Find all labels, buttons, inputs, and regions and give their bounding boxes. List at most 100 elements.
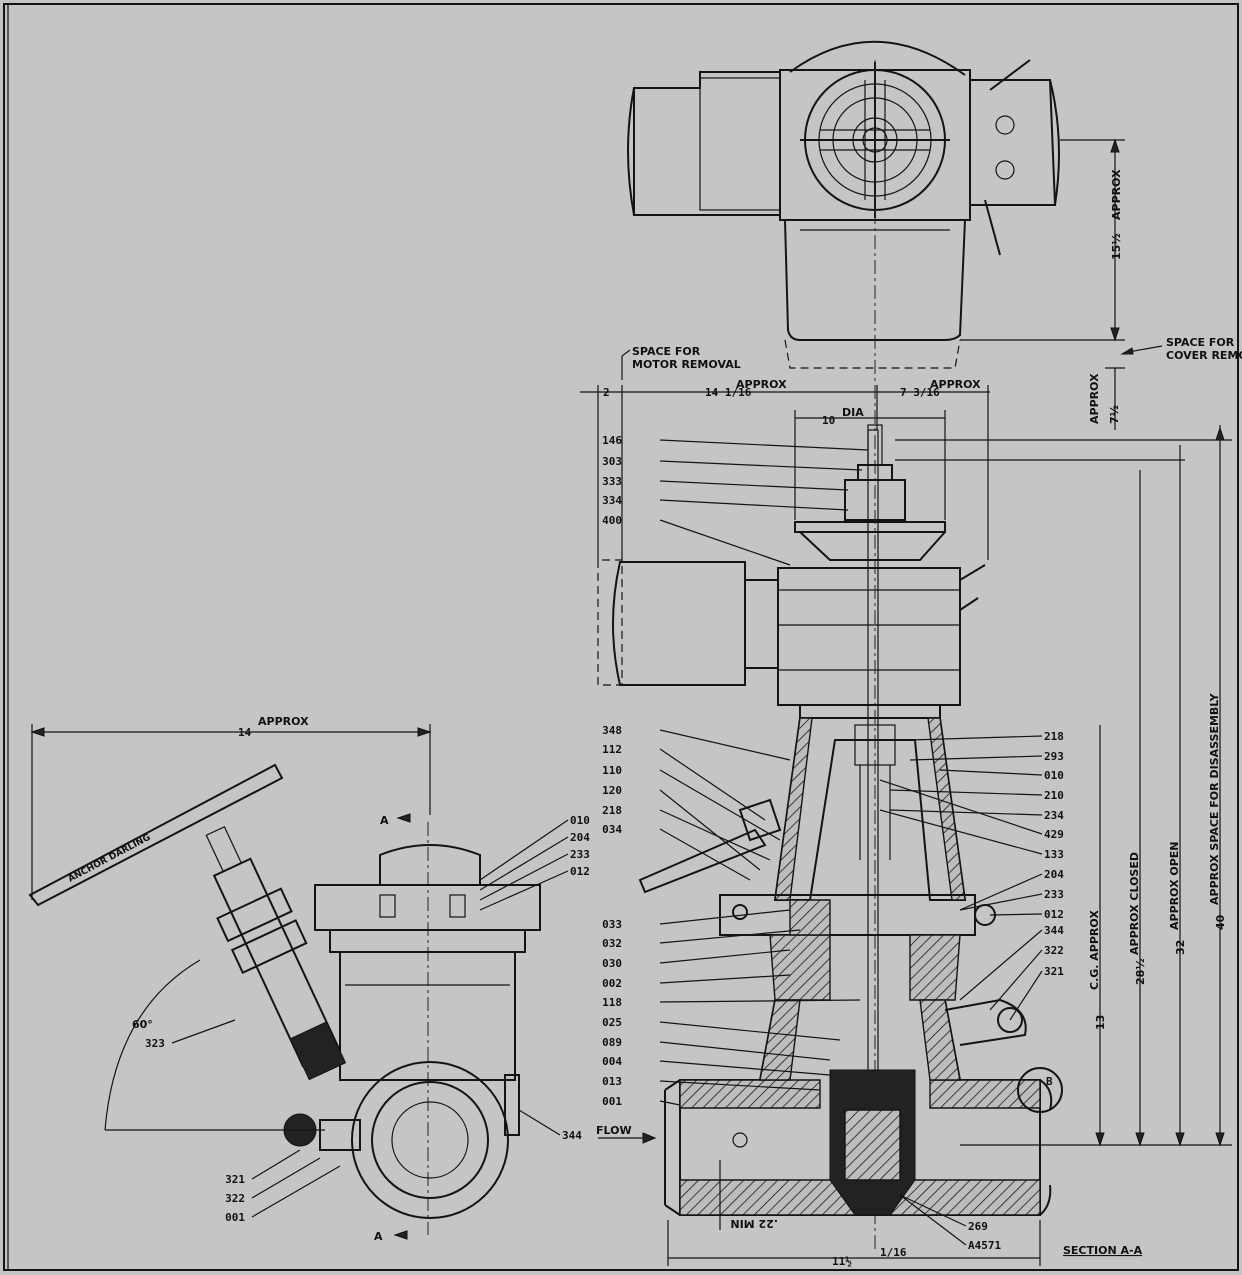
dim-open: 32: [1174, 940, 1187, 955]
callout-side-bottom-001-leader: [251, 1165, 341, 1218]
callout-front-left-146: 146: [602, 434, 622, 447]
callout-front-left-030: 030: [602, 957, 622, 970]
callout-front-left-218-leader: [659, 809, 771, 861]
dim-cg: 13: [1094, 1015, 1107, 1030]
callout-front-left-089-leader: [659, 1041, 831, 1061]
dim-closed-suffix: APPROX CLOSED: [1128, 852, 1141, 955]
callout-front-left-303: 303: [602, 455, 622, 468]
callout-side-233: 233: [570, 848, 590, 861]
callout-side-204-leader: [479, 836, 569, 891]
callout-front-bottom-A4571-leader: [899, 1194, 967, 1246]
callout-front-left-002: 002: [602, 977, 622, 990]
dim-cg-suffix: C.G. APPROX: [1088, 910, 1101, 990]
space-cover-line2: COVER REMO: [1166, 349, 1242, 362]
callout-front-right-234: 234: [1044, 809, 1064, 822]
flow-label: FLOW: [596, 1124, 632, 1137]
dim-disassembly: 40: [1214, 914, 1227, 930]
dim-right-width-suffix: APPROX: [930, 378, 981, 391]
dim-right-width: 7 3/16: [900, 386, 940, 399]
callout-side-323: 323: [145, 1037, 165, 1050]
dim-bottom: 11½: [832, 1255, 852, 1268]
callout-front-left-333-leader: [659, 480, 849, 491]
callout-front-right-010-leader: [939, 769, 1043, 776]
callout-side-233-leader: [479, 853, 569, 901]
callout-front-left-032: 032: [602, 937, 622, 950]
callout-front-left-025-leader: [659, 1021, 841, 1041]
callout-front-left-218: 218: [602, 804, 622, 817]
handwheel-text: ANCHOR DARLING: [67, 833, 153, 885]
side-dim-width: 14: [238, 726, 252, 739]
callout-front-left-033: 033: [602, 918, 622, 931]
callout-front-left-004: 004: [602, 1055, 622, 1068]
callout-front-right-210-leader: [889, 789, 1043, 796]
dim-left-width: 14 1/16: [705, 386, 752, 399]
top-dim-height-suffix: APPROX: [1110, 169, 1123, 220]
callout-front-left-400: 400: [602, 514, 622, 527]
callout-front-left-112-leader: [659, 748, 766, 821]
callout-front-right-234-leader: [889, 809, 1043, 816]
section-a-bottom: A: [374, 1230, 383, 1243]
callout-front-left-013-leader: [659, 1080, 821, 1091]
callout-front-left-001-leader: [659, 1100, 681, 1106]
side-dim-width-suffix: APPROX: [258, 715, 309, 728]
callout-front-right-204: 204: [1044, 868, 1064, 881]
callout-side-323-leader: [171, 1019, 236, 1044]
space-cover-line1: SPACE FOR: [1166, 336, 1235, 349]
callout-front-left-030-leader: [659, 949, 791, 964]
top-dim-height: 15½: [1110, 233, 1123, 260]
top-view: 15½ APPROX SPACE FOR COVER REMO 7½ APPRO…: [627, 40, 1242, 430]
callout-front-left-303-leader: [659, 460, 863, 471]
callout-front-bottom-A4571: A4571: [968, 1239, 1001, 1252]
callout-side-012-leader: [479, 870, 569, 911]
dim-closed: 28½: [1134, 958, 1147, 985]
callout-front-right-321-leader: [1009, 970, 1043, 1021]
callout-side-010-leader: [479, 819, 569, 881]
callout-front-right-429: 429: [1044, 828, 1064, 841]
callout-front-left-004-leader: [659, 1060, 831, 1076]
angle-label: 60°: [132, 1018, 153, 1031]
callout-front-right-293-leader: [909, 755, 1043, 761]
callout-front-left-334-leader: [659, 499, 849, 511]
callout-front-left-348: 348: [602, 724, 622, 737]
callout-front-left-400-leader: [659, 519, 791, 566]
callout-front-right-233: 233: [1044, 888, 1064, 901]
callout-front-right-344: 344: [1044, 924, 1064, 937]
callout-side-344: 344: [562, 1129, 582, 1142]
callout-front-right-344-leader: [959, 929, 1043, 1001]
dim-min: .22 MIN: [730, 1217, 778, 1230]
callout-front-right-010: 010: [1044, 769, 1064, 782]
callout-front-right-321: 321: [1044, 965, 1064, 978]
callout-front-right-322-leader: [989, 949, 1043, 1011]
dim-dia: 10: [822, 414, 835, 427]
callout-front-left-032-leader: [659, 929, 801, 944]
dim-disassembly-suffix: APPROX SPACE FOR DISASSEMBLY: [1208, 692, 1221, 905]
callout-side-344-leader: [518, 1109, 561, 1136]
callout-side-bottom-322-leader: [251, 1157, 321, 1199]
callout-front-left-118-leader: [659, 999, 861, 1003]
callout-side-bottom-001: 001: [225, 1211, 245, 1224]
callout-front-left-001: 001: [602, 1095, 622, 1108]
callout-front-left-334: 334: [602, 494, 622, 507]
callout-front-left-013: 013: [602, 1075, 622, 1088]
callout-front-right-429-leader: [879, 779, 1043, 835]
callout-front-right-233-leader: [959, 893, 1043, 911]
callout-front-right-133-leader: [879, 809, 1043, 855]
callout-front-right-322: 322: [1044, 944, 1064, 957]
callout-side-bottom-321-leader: [251, 1149, 301, 1180]
callout-front-left-034-leader: [659, 828, 751, 881]
side-view: 14 APPROX A A ANCHOR DARLING: [28, 715, 590, 1243]
callout-front-left-112: 112: [602, 743, 622, 756]
callout-side-204: 204: [570, 831, 590, 844]
callout-front-bottom-269-leader: [899, 1194, 967, 1227]
callout-side-012: 012: [570, 865, 590, 878]
callout-front-left-110: 110: [602, 764, 622, 777]
callout-front-right-218-leader: [909, 735, 1043, 741]
space-motor-line2: MOTOR REMOVAL: [632, 358, 741, 371]
top-dim-cover-suffix: APPROX: [1088, 373, 1101, 424]
callout-front-right-012-leader: [989, 913, 1043, 916]
front-view: SPACE FOR MOTOR REMOVAL 2 14 1/16 APPROX…: [580, 60, 1232, 1268]
callout-front-left-120: 120: [602, 784, 622, 797]
